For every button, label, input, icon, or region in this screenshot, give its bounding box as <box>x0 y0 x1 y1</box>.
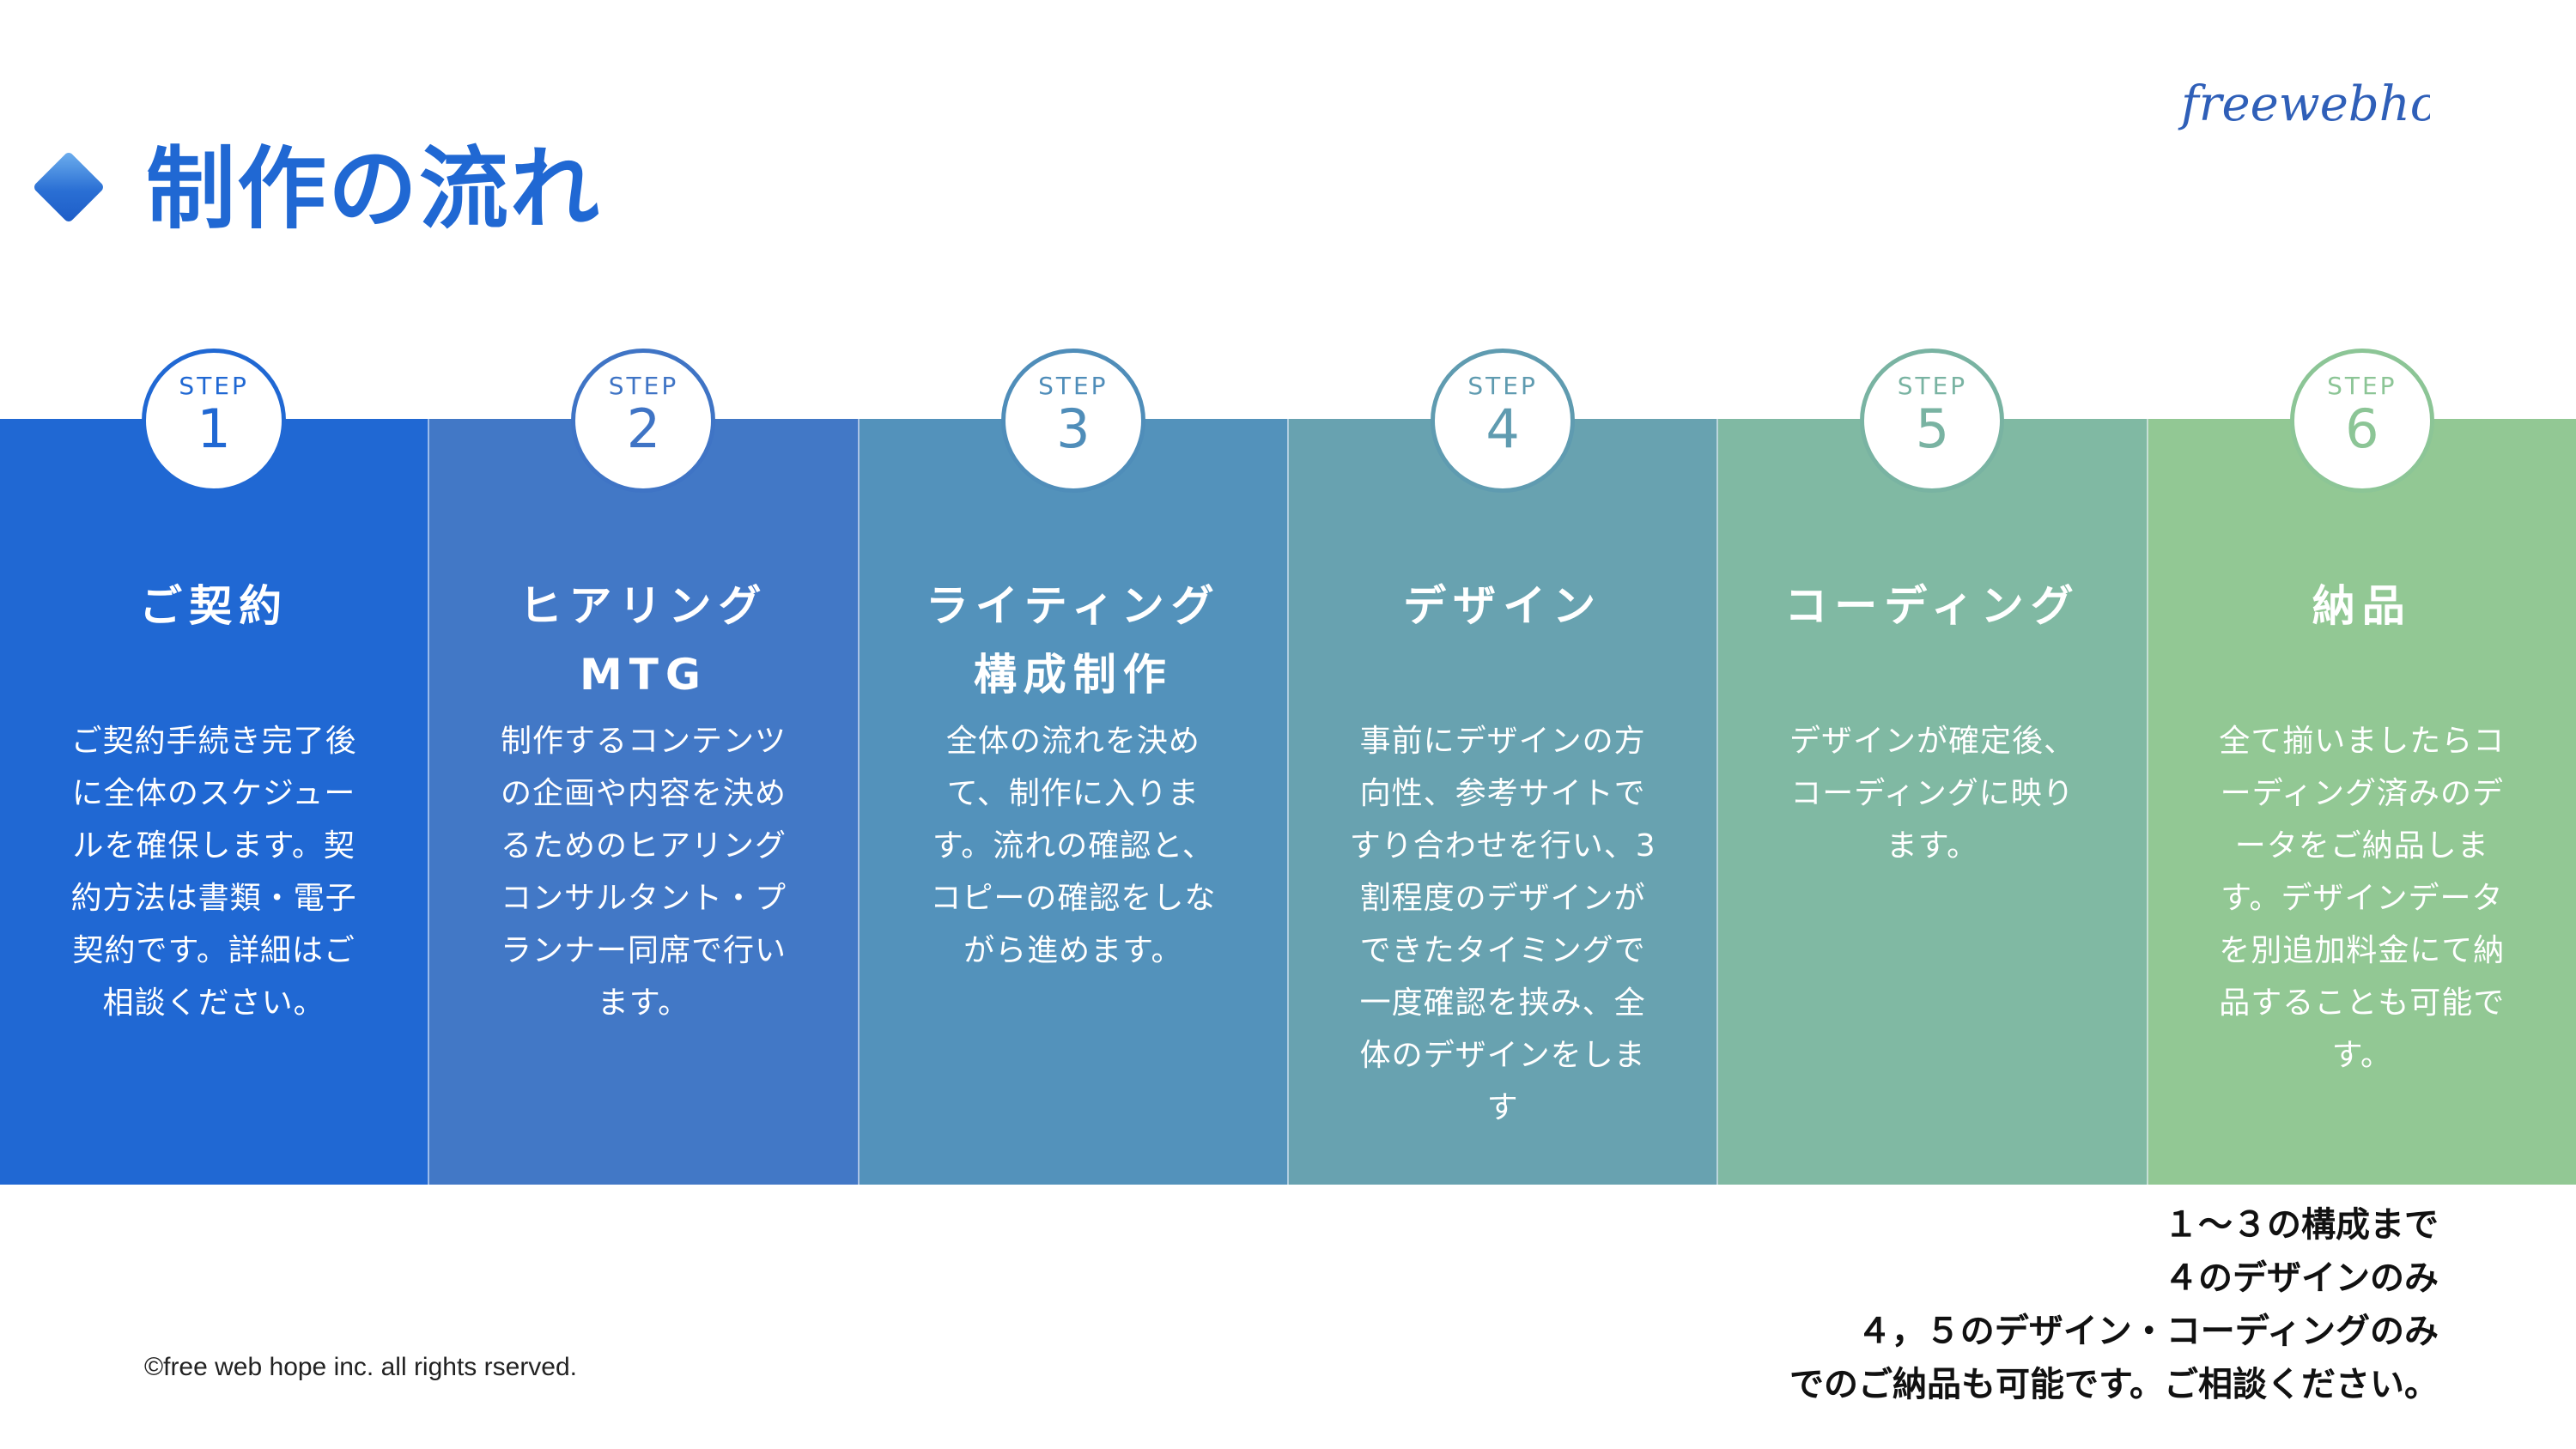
step-badge-number: 2 <box>626 397 661 460</box>
step-badge-number: 1 <box>197 397 231 460</box>
step-title: ライティング 構成制作 <box>925 581 1221 700</box>
step-badge-label: STEP <box>1897 372 1968 400</box>
step-badge-label: STEP <box>608 372 679 400</box>
step-badge-number: 4 <box>1485 397 1520 460</box>
delivery-footnote: １～３の構成まで ４のデザインのみ ４，５のデザイン・コーディングのみ でのご納… <box>1789 1205 2439 1404</box>
step-title: ヒアリング MTG <box>519 581 769 700</box>
step-badge-number: 5 <box>1915 397 1950 460</box>
step-badge-number: 3 <box>1056 397 1091 460</box>
title-diamond-icon <box>32 150 106 224</box>
step-description: デザインが確定後、コーディングに映ります。 <box>1789 724 2075 864</box>
step-badge-label: STEP <box>2327 372 2397 400</box>
step-badge-label: STEP <box>179 372 249 400</box>
step-description: 全体の流れを決めて、制作に入ります。流れの確認と、コピーの確認をしながら進めます… <box>930 724 1217 968</box>
step-title: デザイン <box>1403 581 1603 631</box>
step-badge-label: STEP <box>1467 372 1538 400</box>
step-title: コーディング <box>1784 581 2081 631</box>
step-description: ご契約手続き完了後に全体のスケジュールを確保します。契約方法は書類・電子契約です… <box>70 724 357 1021</box>
step-badge-number: 6 <box>2345 397 2379 460</box>
step-description: 制作するコンテンツの企画や内容を決めるためのヒアリングコンサルタント・プランナー… <box>500 724 787 1021</box>
page-title: 制作の流れ <box>146 136 602 241</box>
step-description: 全て揃いましたらコーディング済みのデータをご納品します。デザインデータを別追加料… <box>2219 724 2506 1073</box>
copyright: ©free web hope inc. all rights rserved. <box>144 1353 578 1381</box>
step-badge-label: STEP <box>1038 372 1109 400</box>
step-description: 事前にデザインの方向性、参考サイトですり合わせを行い、3割程度のデザインができた… <box>1349 724 1656 1125</box>
step-title: ご契約 <box>139 581 289 631</box>
step-title: 納品 <box>2312 581 2412 631</box>
